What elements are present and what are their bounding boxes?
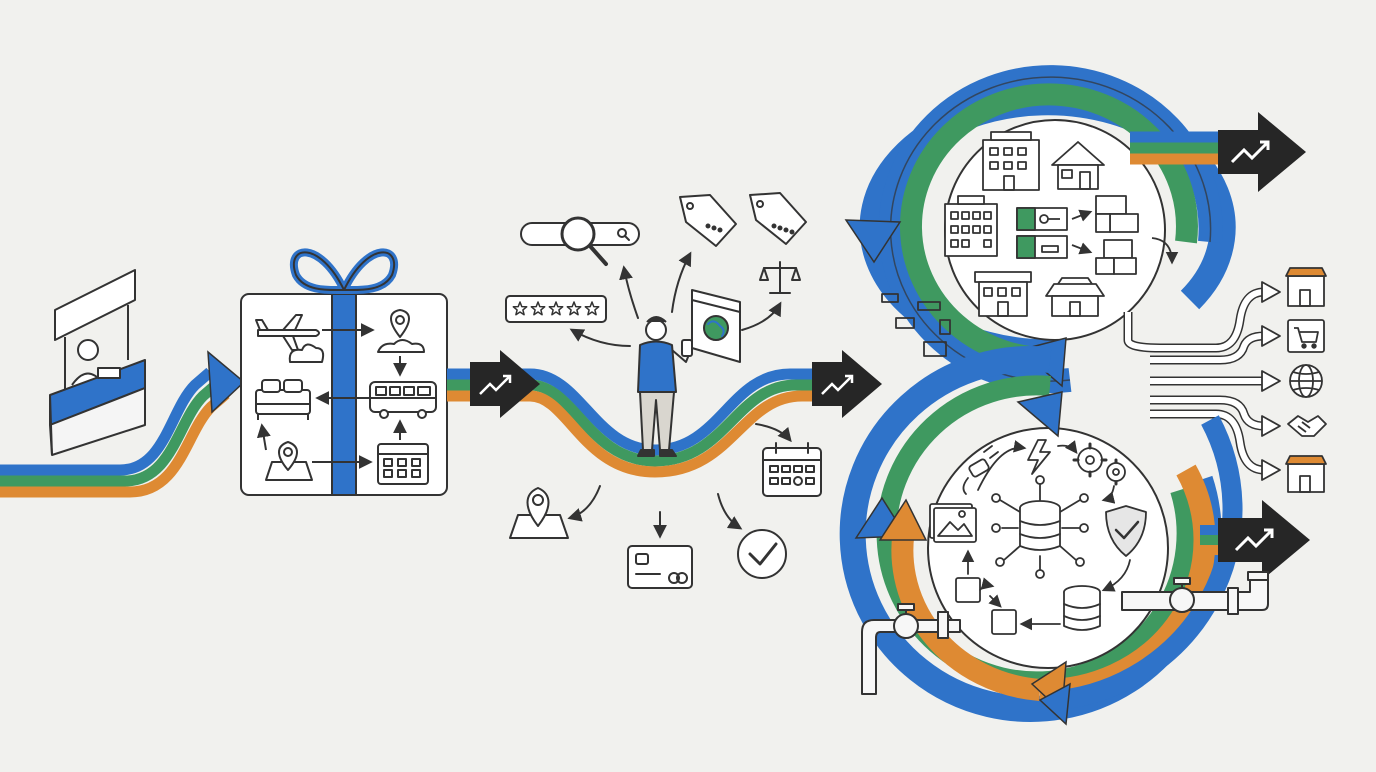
travel-booth-icon [49,269,146,456]
office-building-icon [982,131,1040,191]
bow-icon [290,248,398,295]
schedule-grid-icon [377,443,429,485]
rating-star-icon [530,301,546,316]
traditional-inn-icon [1045,277,1105,317]
growth-arrow-2 [812,350,882,418]
growth-arrow-3 [1218,112,1306,192]
traveler-figure [637,316,693,457]
price-tag-icon [679,194,737,247]
small-lodging-icons [881,293,951,357]
room-inventory-icon [1095,195,1139,233]
tech-loop-arrowhead-5 [878,498,928,541]
rating-star-icon [566,301,582,316]
growth-arrow-4 [1218,500,1310,580]
storefront-icon [1285,267,1327,307]
globe-icon [1289,364,1323,398]
rating-star-icon [512,301,528,316]
distribution-channels [1123,281,1281,481]
map-location-icon [265,441,313,481]
growth-arrow-1 [470,350,540,418]
destination-pin-icon [509,487,569,539]
node-square-icon-2 [991,609,1017,635]
media-gallery-icon [929,503,977,543]
cloud-icon [288,343,325,363]
supply-loop-arrowhead [844,219,902,264]
payment-card-icon [627,545,693,589]
star-rating-icon [505,295,607,323]
key-card-icon [1016,207,1068,231]
data-pipeline-pipes [861,571,1269,695]
bus-icon [369,381,437,419]
gift-box-bundle [240,248,448,496]
map-pin-icon [377,309,425,353]
ribbon-entry [0,350,246,498]
ribbon-entry-arrowhead [207,350,246,414]
hotel-building-icon [974,271,1032,317]
plug-connector-icon [962,445,999,495]
node-square-icon [955,577,981,603]
price-tag-icon-2 [749,192,807,245]
rating-star-icon [548,301,564,316]
room-inventory-icon-2 [1095,239,1137,275]
rating-star-icon [584,301,600,316]
ribbon-journey [447,350,882,478]
database-hub-icon [991,475,1089,579]
security-shield-icon [1105,505,1147,557]
database-icon [1063,585,1101,631]
balance-scale-icon [759,261,801,294]
gears-icon [1072,442,1126,486]
storefront-icon-2 [1285,455,1327,493]
calendar-icon [762,442,822,497]
search-bar-icon [520,216,640,266]
apartment-building-icon [944,195,998,257]
shopping-cart-icon [1287,319,1325,353]
handshake-icon [1287,415,1327,437]
room-card-icon [1016,235,1068,259]
confirmation-check-icon [737,529,787,579]
browser-globe-icon [691,289,741,363]
house-icon [1051,141,1105,190]
lightning-icon [1027,439,1051,475]
tech-loop-arrowhead [1016,391,1063,438]
bed-icon [255,379,311,420]
tech-loop-arrowhead-4 [1038,682,1071,726]
